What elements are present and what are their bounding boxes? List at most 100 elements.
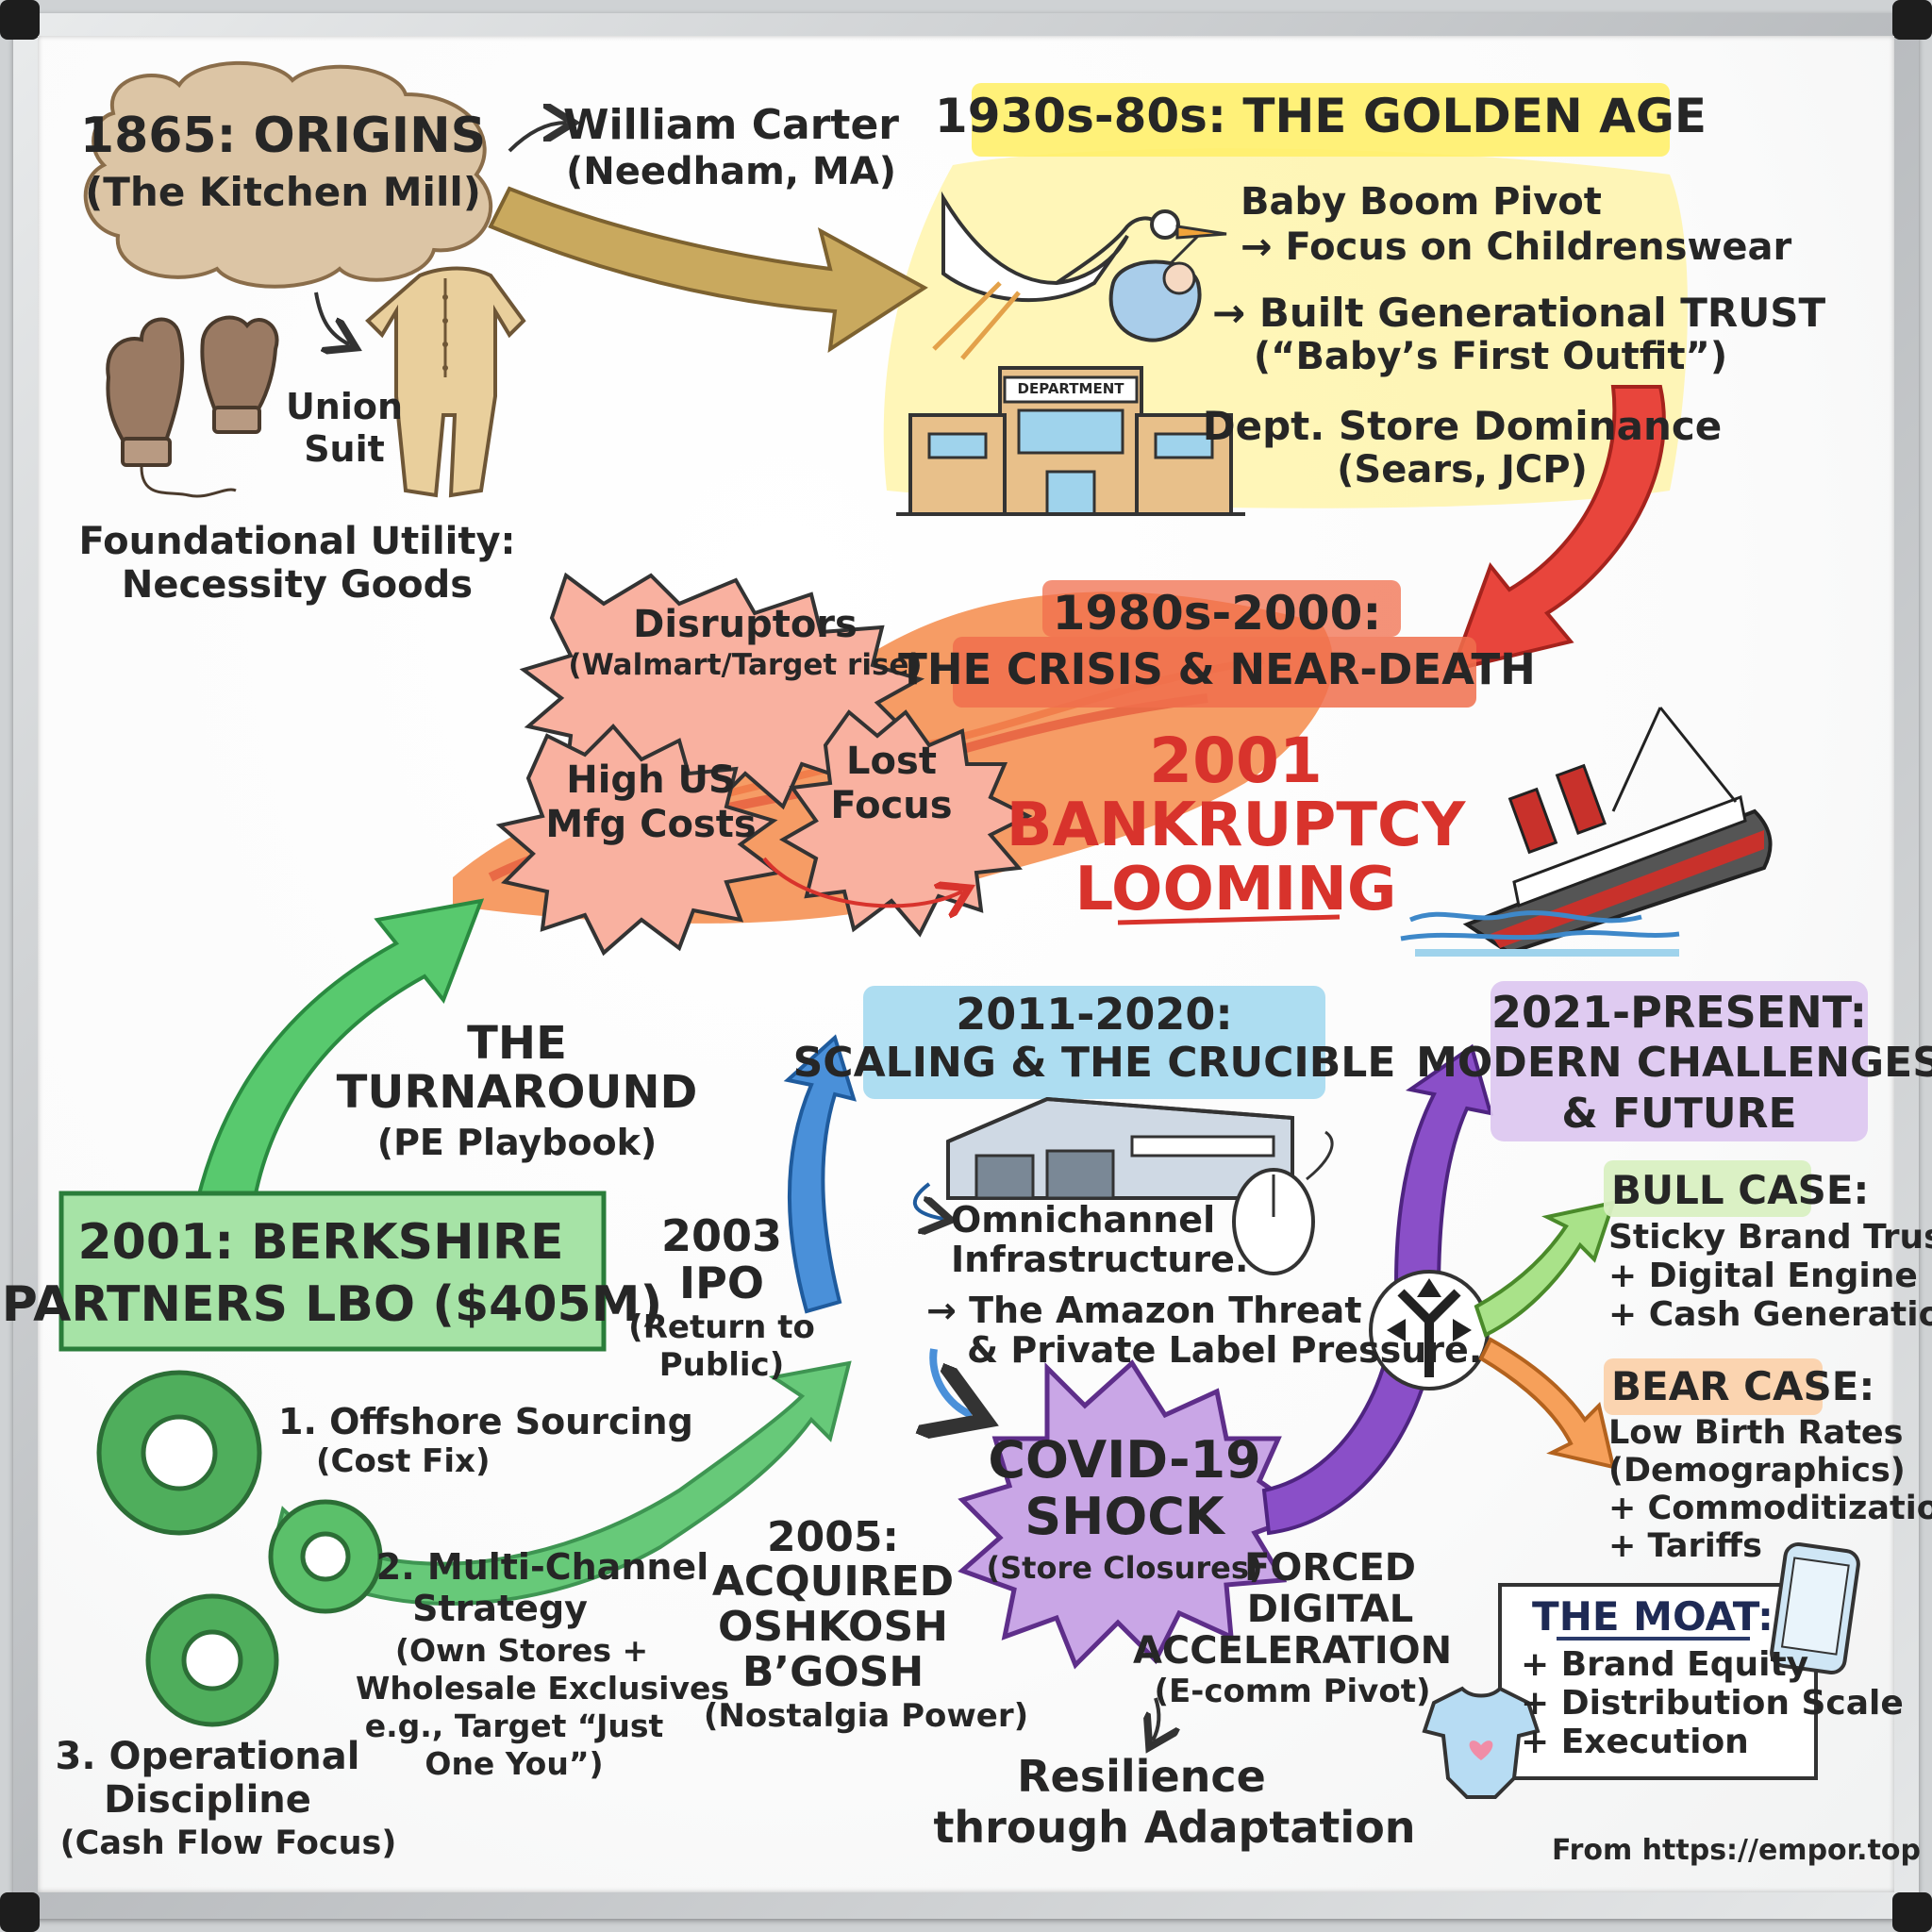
union-suit-icon — [365, 266, 526, 498]
origins-title: 1865: ORIGINS — [79, 108, 487, 164]
step-multichannel-detail: Wholesale Exclusives — [355, 1670, 730, 1707]
arrow-to-resilience — [1153, 1697, 1158, 1740]
bull-case-item: Sticky Brand Trust — [1608, 1218, 1932, 1257]
bear-arrow — [1478, 1337, 1616, 1470]
moat-item: + Distribution Scale — [1521, 1684, 1904, 1723]
step-multichannel-detail: One You”) — [425, 1745, 604, 1782]
bull-case-item: + Cash Generation — [1608, 1295, 1932, 1334]
modern-title: & FUTURE — [1561, 1090, 1797, 1138]
origins-cloud — [83, 60, 493, 289]
arrow-to-union-suit — [314, 291, 349, 344]
ipo-detail: Public) — [658, 1346, 785, 1384]
disruptors-label: Disruptors — [633, 603, 858, 646]
high-costs-label: High US — [566, 758, 736, 802]
moat-title: THE MOAT: — [1532, 1593, 1774, 1640]
high-costs-label: Mfg Costs — [545, 803, 757, 846]
arrow-to-bankruptcy — [762, 857, 962, 906]
crisis-title: 1980s-2000: — [1052, 586, 1382, 641]
lbo-subtitle: PARTNERS LBO ($405M) — [1, 1276, 663, 1333]
union-suit-label: Suit — [304, 428, 385, 470]
bankruptcy-year: 2001 — [1149, 724, 1323, 797]
oshkosh-label: OSHKOSH — [718, 1603, 948, 1651]
forced-digital-label: ACCELERATION — [1132, 1629, 1453, 1673]
stork-icon — [932, 191, 1227, 360]
scaling-title: SCALING & THE CRUCIBLE — [792, 1039, 1396, 1087]
turnaround-arrow — [195, 898, 485, 1200]
forced-digital-label: FORCED — [1243, 1546, 1417, 1590]
resilience-label: Resilience — [1017, 1751, 1266, 1802]
founder-name: William Carter — [563, 101, 899, 149]
arrow-to-founder — [508, 123, 566, 153]
covid-detail: (Store Closures) — [986, 1550, 1263, 1586]
step-multichannel-detail: e.g., Target “Just — [364, 1707, 664, 1744]
bear-title-highlight — [1604, 1358, 1823, 1415]
disruptors-detail: (Walmart/Target rise) — [568, 648, 923, 682]
bear-case-item: Low Birth Rates — [1608, 1414, 1904, 1452]
scaling-title-highlight — [863, 986, 1325, 1099]
oshkosh-label: ACQUIRED — [711, 1557, 955, 1606]
golden-age-title: 1930s-80s: THE GOLDEN AGE — [934, 89, 1707, 143]
oshkosh-detail: (Nostalgia Power) — [703, 1697, 1029, 1735]
bull-arrow — [1474, 1200, 1617, 1338]
turnaround-title: THE — [467, 1017, 567, 1070]
bull-case-item: + Digital Engine — [1608, 1257, 1918, 1295]
foundational-utility-label: Foundational Utility: — [78, 520, 516, 563]
crisis-subtitle: THE CRISIS & NEAR-DEATH — [898, 644, 1536, 694]
store-sign: DEPARTMENT — [1017, 380, 1124, 397]
department-store-icon — [896, 366, 1245, 516]
covid-starburst — [958, 1359, 1312, 1670]
frame-corner — [1892, 1892, 1932, 1932]
frame-corner — [1892, 0, 1932, 40]
scaling-year: 2011-2020: — [956, 989, 1233, 1040]
bear-case-item: + Commoditization — [1608, 1490, 1932, 1527]
ipo-arrow — [783, 1034, 857, 1314]
source-credit: From https://empor.top — [1552, 1834, 1921, 1867]
golden-age-line: → Focus on Childrenswear — [1241, 225, 1792, 269]
moat-box — [1498, 1583, 1818, 1780]
modern-title: 2021-PRESENT: — [1491, 987, 1867, 1038]
golden-age-line: Baby Boom Pivot — [1241, 180, 1602, 224]
turnaround-title: TURNAROUND — [336, 1066, 698, 1119]
ipo-year: 2003 — [660, 1210, 783, 1261]
step-offshore: 1. Offshore Sourcing — [278, 1401, 693, 1442]
lost-focus-label: Lost — [846, 740, 937, 783]
modern-title-highlight — [1491, 981, 1868, 1141]
step-discipline: Discipline — [104, 1778, 311, 1822]
golden-age-line: → Built Generational TRUST — [1212, 290, 1826, 336]
step-offshore-detail: (Cost Fix) — [316, 1442, 491, 1480]
omnichannel-label: Omnichannel — [951, 1199, 1216, 1241]
crisis-title-highlight — [953, 637, 1476, 708]
necessity-goods-label: Necessity Goods — [121, 563, 474, 607]
frame-corner — [0, 0, 40, 40]
resilience-label: through Adaptation — [933, 1802, 1416, 1853]
step-multichannel: Strategy — [412, 1588, 588, 1629]
arrow-to-covid — [933, 1348, 972, 1415]
bull-title-highlight — [1604, 1160, 1811, 1217]
lbo-title: 2001: BERKSHIRE — [77, 1214, 564, 1271]
step-discipline-detail: (Cash Flow Focus) — [59, 1824, 397, 1862]
smartphone-icon — [1770, 1542, 1860, 1674]
golden-age-line: (Sears, JCP) — [1337, 448, 1588, 491]
arrow-to-golden-age — [488, 186, 928, 354]
golden-age-line: (“Baby’s First Outfit”) — [1253, 335, 1728, 378]
gear-icon — [96, 1370, 262, 1536]
amazon-threat-label: & Private Label Pressure. — [967, 1329, 1483, 1371]
bull-case-title: BULL CASE: — [1611, 1167, 1870, 1213]
ipo-label: IPO — [679, 1257, 764, 1308]
mittens-icon — [106, 315, 279, 498]
step-multichannel: 2. Multi-Channel — [375, 1546, 709, 1588]
step-multichannel-detail: (Own Stores + — [394, 1632, 649, 1669]
origins-subtitle: (The Kitchen Mill) — [85, 169, 481, 215]
lbo-box — [58, 1191, 607, 1352]
amazon-threat-label: → The Amazon Threat — [926, 1290, 1362, 1331]
arrow-omnichannel — [913, 1182, 943, 1219]
gear-icon — [268, 1499, 383, 1614]
gear-icon — [145, 1593, 279, 1727]
baby-onesie-icon — [1422, 1686, 1541, 1799]
ipo-detail: (Return to — [628, 1308, 815, 1346]
forced-digital-detail: (E-comm Pivot) — [1154, 1673, 1431, 1710]
founder-place: (Needham, MA) — [566, 150, 896, 193]
bear-case-title: BEAR CASE: — [1611, 1363, 1875, 1409]
